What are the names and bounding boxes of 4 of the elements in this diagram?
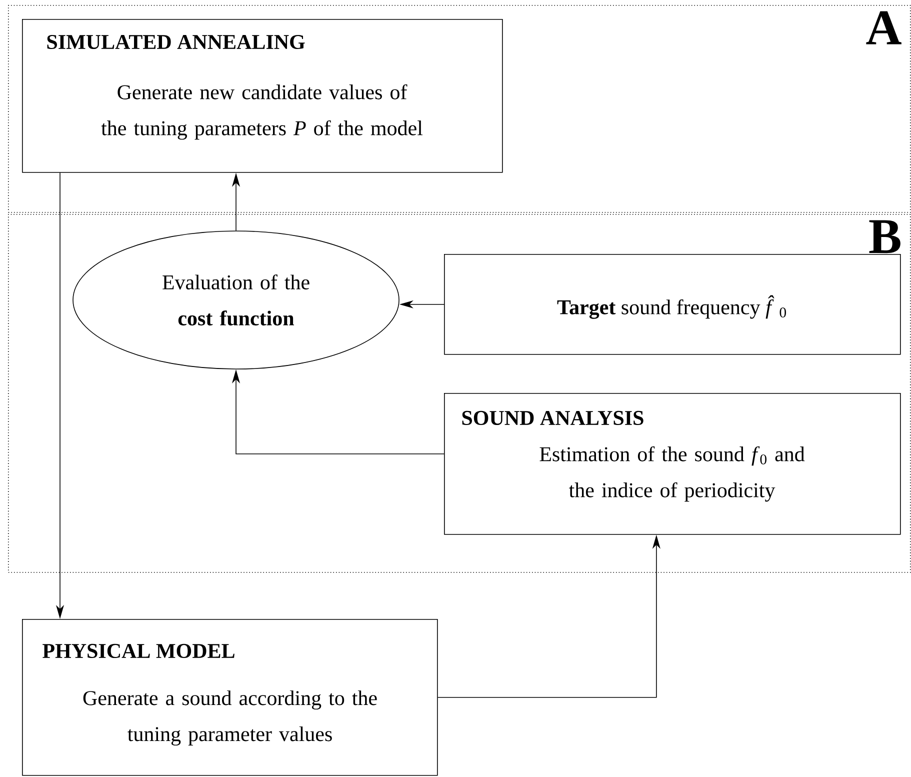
process-box: SIMULATED ANNEALING Generate new candidate values of the tuning parameters P of the model [22,19,503,173]
process-box: PHYSICAL MODEL Generate a sound according to the tuning parameter values [22,619,438,776]
process-box: SOUND ANALYSIS Estimation of the sound f$_{0}$ and the indice of periodicity [444,393,901,535]
process-box: Target sound frequency f̂$_{0}$ [444,254,901,355]
